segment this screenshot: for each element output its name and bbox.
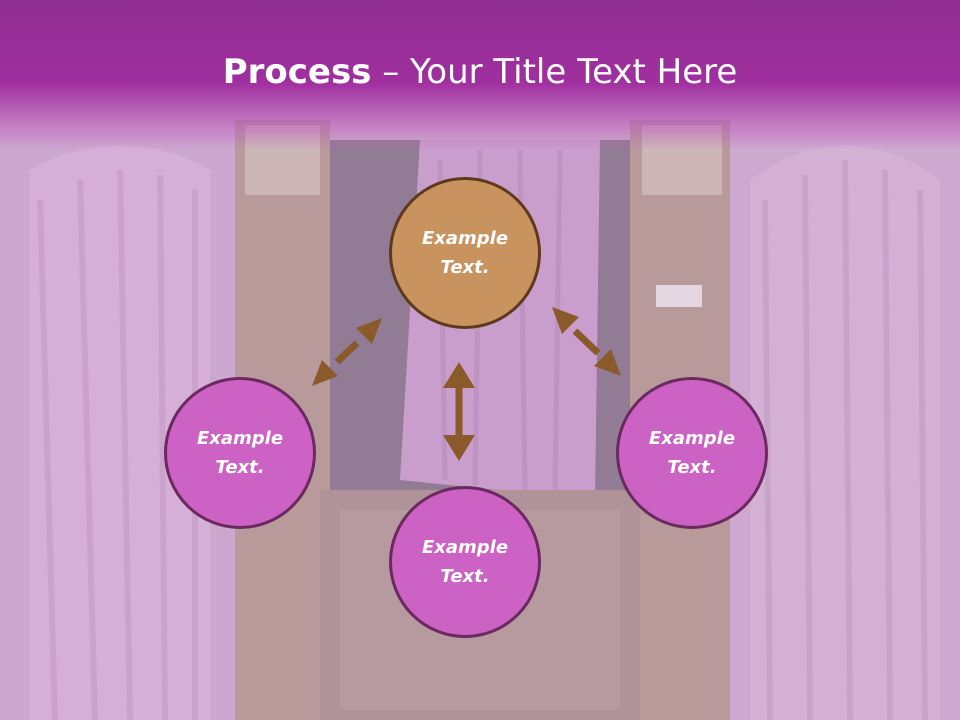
node-bottom-line2: Text. bbox=[440, 566, 490, 587]
process-node-left: Example Text. bbox=[164, 377, 316, 529]
node-right-line1: Example bbox=[648, 428, 736, 449]
node-left-line2: Text. bbox=[215, 457, 265, 478]
title-rest: – Your Title Text Here bbox=[371, 52, 738, 92]
node-top-line1: Example bbox=[421, 228, 509, 249]
node-right-line2: Text. bbox=[667, 457, 717, 478]
process-node-right: Example Text. bbox=[616, 377, 768, 529]
process-node-top: Example Text. bbox=[389, 177, 541, 329]
process-node-bottom: Example Text. bbox=[389, 486, 541, 638]
arrow-top-left bbox=[312, 318, 382, 386]
arrow-vertical bbox=[443, 362, 475, 461]
arrow-top-right bbox=[552, 307, 621, 376]
node-bottom-line1: Example bbox=[421, 537, 509, 558]
title-band bbox=[0, 0, 960, 150]
node-left-line1: Example bbox=[196, 428, 284, 449]
node-top-line2: Text. bbox=[440, 257, 490, 278]
title-bold: Process bbox=[222, 52, 372, 92]
slide-title: Process – Your Title Text Here bbox=[0, 52, 960, 92]
